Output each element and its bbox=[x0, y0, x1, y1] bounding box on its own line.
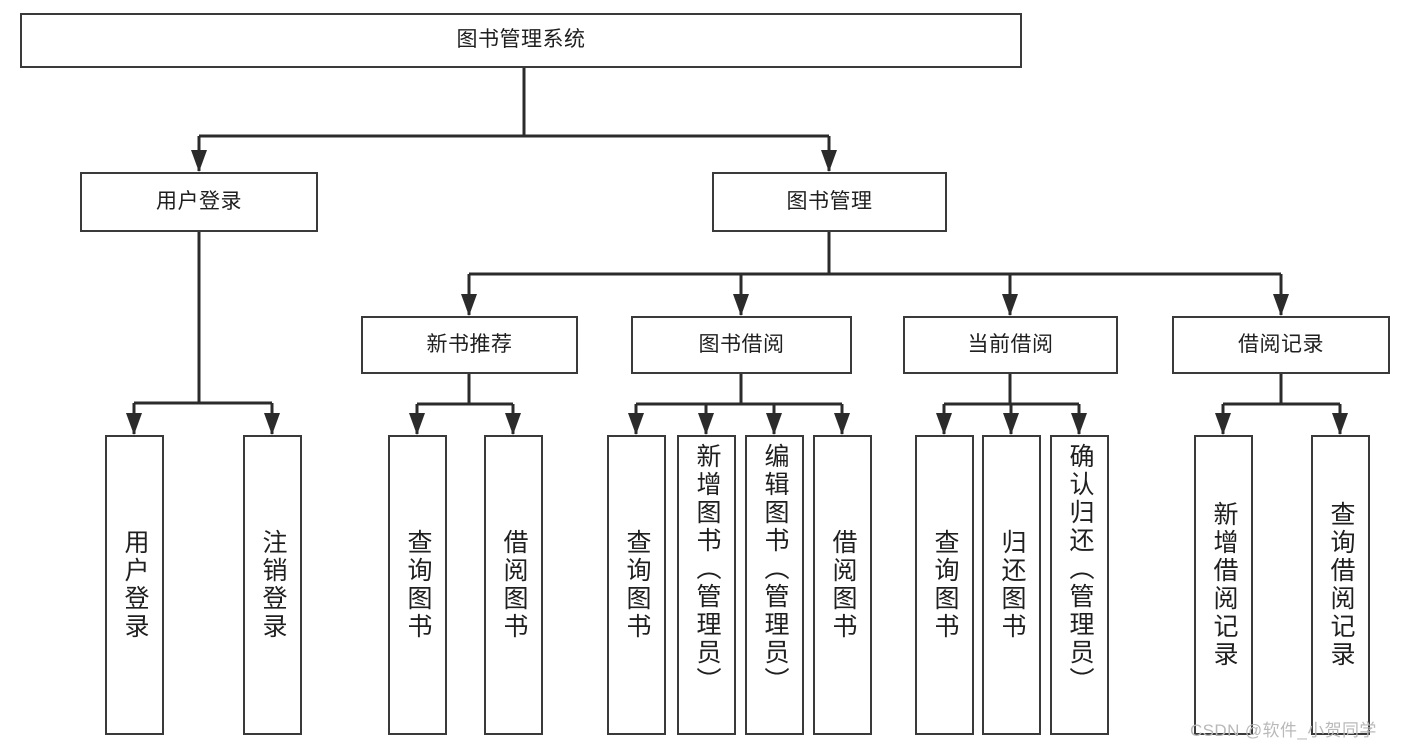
node-l_editbook[interactable]: 编辑图书（管理员） bbox=[745, 435, 804, 735]
arrowhead-icon bbox=[821, 150, 837, 172]
arrowhead-icon bbox=[733, 294, 749, 316]
node-label: 新增图书（管理员） bbox=[693, 443, 721, 695]
node-current[interactable]: 当前借阅 bbox=[903, 316, 1118, 374]
node-label: 借阅记录 bbox=[1238, 332, 1324, 356]
node-label: 归还图书 bbox=[998, 529, 1026, 641]
arrowhead-icon bbox=[1215, 413, 1231, 435]
arrowhead-icon bbox=[628, 413, 644, 435]
node-label: 图书借阅 bbox=[698, 332, 785, 356]
node-label: 查询图书 bbox=[931, 529, 959, 641]
node-l_qryrec[interactable]: 查询借阅记录 bbox=[1311, 435, 1370, 735]
node-newbook[interactable]: 新书推荐 bbox=[361, 316, 578, 374]
arrowhead-icon bbox=[505, 413, 521, 435]
arrowhead-icon bbox=[766, 413, 782, 435]
node-label: 查询图书 bbox=[623, 529, 651, 641]
arrowhead-icon bbox=[698, 413, 714, 435]
node-label: 编辑图书（管理员） bbox=[761, 443, 789, 695]
node-root[interactable]: 图书管理系统 bbox=[20, 13, 1022, 68]
node-l_bb1[interactable]: 借阅图书 bbox=[484, 435, 543, 735]
node-bookmgmt[interactable]: 图书管理 bbox=[712, 172, 947, 232]
arrowhead-icon bbox=[1332, 413, 1348, 435]
arrowhead-icon bbox=[834, 413, 850, 435]
arrowhead-icon bbox=[126, 413, 142, 435]
node-label: 查询图书 bbox=[404, 529, 432, 641]
node-l_qb2[interactable]: 查询图书 bbox=[607, 435, 666, 735]
node-l_qb1[interactable]: 查询图书 bbox=[388, 435, 447, 735]
arrowhead-icon bbox=[191, 150, 207, 172]
node-l_qb3[interactable]: 查询图书 bbox=[915, 435, 974, 735]
node-l_logout[interactable]: 注销登录 bbox=[243, 435, 302, 735]
node-label: 新书推荐 bbox=[426, 332, 513, 356]
node-label: 图书管理 bbox=[786, 189, 873, 213]
node-label: 用户登录 bbox=[121, 529, 149, 641]
arrowhead-icon bbox=[1071, 413, 1087, 435]
node-label: 确认归还（管理员） bbox=[1066, 443, 1094, 695]
node-label: 用户登录 bbox=[156, 189, 242, 213]
node-l_bb2[interactable]: 借阅图书 bbox=[813, 435, 872, 735]
node-label: 当前借阅 bbox=[967, 332, 1054, 356]
arrowhead-icon bbox=[1002, 294, 1018, 316]
node-l_addbook[interactable]: 新增图书（管理员） bbox=[677, 435, 736, 735]
node-login[interactable]: 用户登录 bbox=[80, 172, 318, 232]
node-label: 查询借阅记录 bbox=[1327, 501, 1355, 669]
node-label: 图书管理系统 bbox=[456, 28, 586, 52]
watermark: CSDN @软件_小贺同学 bbox=[1190, 721, 1377, 740]
node-label: 借阅图书 bbox=[500, 529, 528, 641]
node-label: 新增借阅记录 bbox=[1210, 501, 1238, 669]
node-l_confirm[interactable]: 确认归还（管理员） bbox=[1050, 435, 1109, 735]
arrowhead-icon bbox=[409, 413, 425, 435]
node-borrow[interactable]: 图书借阅 bbox=[631, 316, 852, 374]
arrowhead-icon bbox=[1003, 413, 1019, 435]
arrowhead-icon bbox=[1273, 294, 1289, 316]
arrowhead-icon bbox=[264, 413, 280, 435]
node-label: 注销登录 bbox=[259, 529, 287, 641]
node-l_return[interactable]: 归还图书 bbox=[982, 435, 1041, 735]
node-label: 借阅图书 bbox=[829, 529, 857, 641]
arrowhead-icon bbox=[936, 413, 952, 435]
arrowhead-icon bbox=[461, 294, 477, 316]
node-record[interactable]: 借阅记录 bbox=[1172, 316, 1390, 374]
node-l_login[interactable]: 用户登录 bbox=[105, 435, 164, 735]
node-l_addrec[interactable]: 新增借阅记录 bbox=[1194, 435, 1253, 735]
